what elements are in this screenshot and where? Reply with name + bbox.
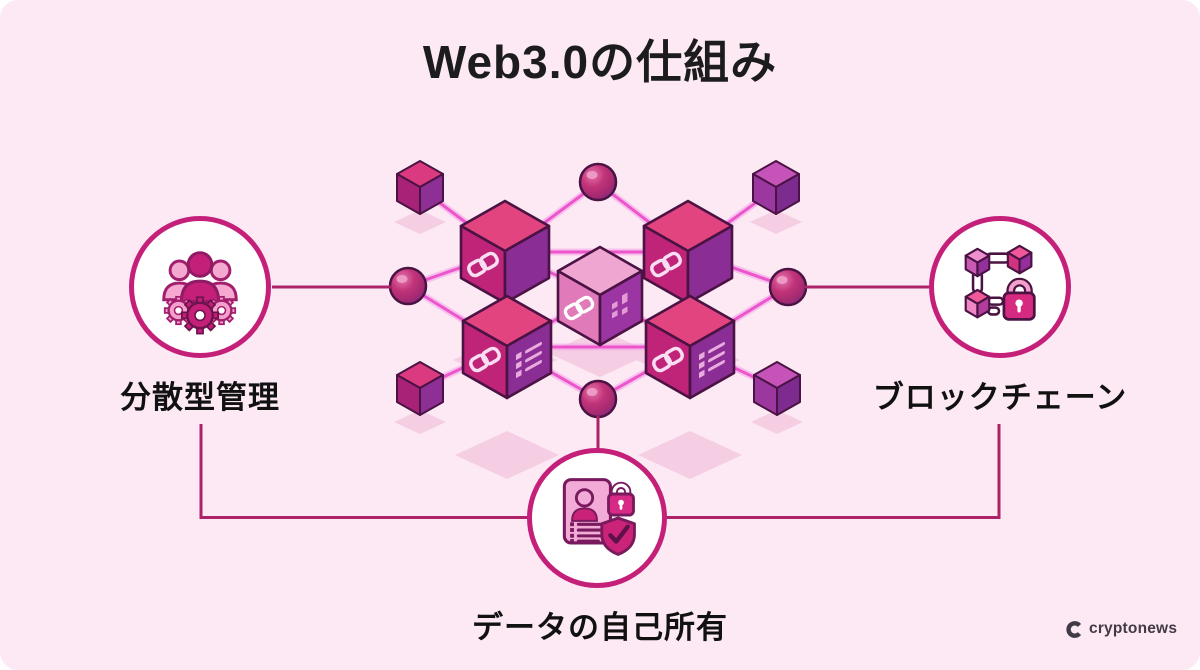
people-gears-icon bbox=[162, 251, 238, 335]
padlock-icon bbox=[607, 481, 635, 517]
gear-center bbox=[180, 296, 220, 335]
connector-right-elbow bbox=[666, 424, 1001, 519]
blockchain-badge bbox=[929, 216, 1071, 358]
avatar-body bbox=[571, 507, 598, 522]
label-blockchain: ブロックチェーン bbox=[872, 380, 1128, 415]
data-ownership-badge bbox=[527, 448, 667, 588]
avatar-head bbox=[574, 488, 595, 508]
gear-right bbox=[206, 295, 237, 326]
card-text-lines bbox=[570, 522, 604, 543]
mini-cube-bottom-left bbox=[964, 288, 991, 319]
linked-blocks-lock-icon bbox=[964, 244, 1036, 321]
cryptonews-logo-text: cryptonews bbox=[1089, 620, 1178, 637]
mini-cube-top-right bbox=[1006, 244, 1033, 275]
cryptonews-logo-icon bbox=[1066, 620, 1082, 638]
cryptonews-logo: cryptonews bbox=[1066, 620, 1177, 638]
label-data-ownership: データの自己所有 bbox=[472, 610, 728, 645]
padlock-icon bbox=[1002, 277, 1036, 321]
decentralized-management-badge bbox=[129, 216, 271, 358]
shield-check-icon bbox=[600, 516, 636, 556]
mini-cube-top-left bbox=[964, 247, 991, 278]
connector-left-elbow bbox=[199, 424, 528, 519]
page-title: Web3.0の仕組み bbox=[422, 36, 778, 88]
id-card-lock-shield-icon bbox=[562, 478, 636, 556]
link-bar-to-lock-1 bbox=[986, 296, 1005, 306]
label-decentralized-management: 分散型管理 bbox=[120, 380, 280, 415]
